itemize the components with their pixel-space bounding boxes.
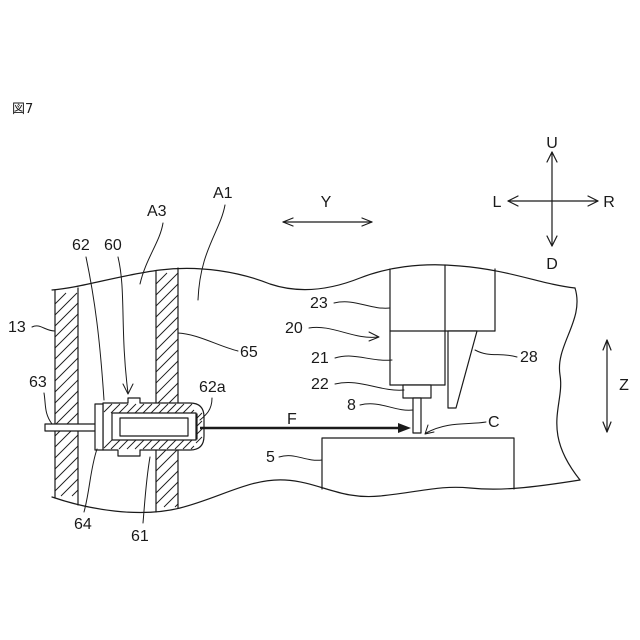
callout-A3: A3	[147, 203, 167, 220]
z-axis-label: Z	[619, 377, 629, 394]
y-axis-arrow	[283, 218, 372, 226]
hatch-line	[55, 347, 78, 370]
callout-28: 28	[520, 349, 538, 366]
leader-64	[84, 449, 97, 512]
nozzle-8	[413, 398, 421, 433]
sensor-element	[120, 418, 188, 436]
callout-F: F	[287, 411, 297, 428]
wall-hatching	[55, 273, 178, 507]
leader-A3	[140, 223, 163, 284]
hatch-line	[55, 314, 78, 337]
direction-right-label: R	[603, 194, 615, 211]
leader-13	[32, 326, 55, 331]
hatch-line	[156, 471, 178, 493]
leader-5	[279, 456, 322, 461]
hatch-line	[156, 449, 178, 471]
hatch-line	[156, 295, 178, 317]
hatch-line	[55, 325, 78, 348]
wall-13	[55, 288, 78, 505]
callout-63: 63	[29, 374, 47, 391]
hatch-line	[55, 369, 78, 392]
callout-C: C	[488, 414, 500, 431]
head-assembly-20	[390, 265, 495, 385]
hatch-line	[156, 350, 178, 372]
callout-22: 22	[311, 376, 329, 393]
hatch-line	[55, 303, 78, 326]
callout-62: 62	[72, 237, 90, 254]
hatch-line	[156, 328, 178, 350]
hatch-line	[156, 273, 178, 295]
hatch-line	[156, 306, 178, 328]
hatch-line	[55, 402, 78, 425]
hatch-line	[55, 435, 78, 458]
callout-62a: 62a	[199, 379, 226, 396]
callout-21: 21	[311, 350, 329, 367]
leader-65	[178, 333, 238, 351]
hatch-line	[61, 479, 78, 496]
hatch-line	[156, 339, 178, 361]
hatch-line	[156, 361, 178, 383]
hatch-line	[164, 493, 178, 507]
hatch-line	[55, 358, 78, 381]
hatch-line	[55, 446, 78, 469]
leader-8	[360, 404, 413, 410]
y-axis-label: Y	[321, 194, 332, 211]
hatch-line	[156, 460, 178, 482]
callout-A1: A1	[213, 185, 233, 202]
hatch-line	[55, 336, 78, 359]
hatch-line	[156, 383, 178, 405]
leader-28	[475, 350, 517, 357]
leader-A1	[198, 205, 225, 300]
callout-13: 13	[8, 319, 26, 336]
hatch-line	[55, 391, 78, 414]
hatch-line	[156, 273, 167, 284]
hatch-line	[55, 380, 78, 403]
leader-61	[143, 457, 150, 523]
leader-22	[335, 382, 404, 390]
callout-64: 64	[74, 516, 92, 533]
block-22	[403, 385, 431, 398]
z-axis-arrow	[603, 340, 611, 432]
leader-63	[44, 393, 52, 424]
callout-65: 65	[240, 344, 258, 361]
boundary-right-wave	[557, 288, 580, 480]
direction-up-label: U	[546, 135, 558, 152]
leader-20-arrowhead	[369, 332, 379, 341]
wall-65	[156, 268, 178, 512]
hatch-line	[55, 468, 78, 491]
leader-62	[86, 257, 104, 400]
flange-64	[95, 404, 103, 450]
callout-20: 20	[285, 320, 303, 337]
direction-left-label: L	[493, 194, 502, 211]
hatch-line	[156, 482, 178, 504]
direction-down-label: D	[546, 256, 558, 273]
callout-60: 60	[104, 237, 122, 254]
figure-label: 図7	[12, 102, 33, 117]
hatch-line	[156, 317, 178, 339]
boundary-top-wave	[52, 265, 575, 290]
wedge-28	[448, 331, 477, 408]
hatch-line	[55, 293, 66, 304]
direction-compass	[508, 152, 598, 246]
callout-23: 23	[310, 295, 328, 312]
boundary-bottom-wave	[52, 480, 580, 513]
hatch-line	[55, 293, 77, 315]
hatch-line	[55, 457, 78, 480]
leader-C	[426, 422, 486, 433]
rod-63	[45, 424, 97, 431]
block-5	[322, 438, 514, 489]
hatch-line	[72, 490, 78, 496]
leader-23	[334, 302, 390, 308]
callout-61: 61	[131, 528, 149, 545]
hatch-line	[156, 372, 178, 394]
leader-21	[335, 356, 392, 360]
callout-5: 5	[266, 449, 275, 466]
beam-F-arrowhead	[398, 423, 411, 433]
callout-8: 8	[347, 397, 356, 414]
leader-20	[309, 327, 378, 337]
hatch-line	[156, 284, 178, 306]
